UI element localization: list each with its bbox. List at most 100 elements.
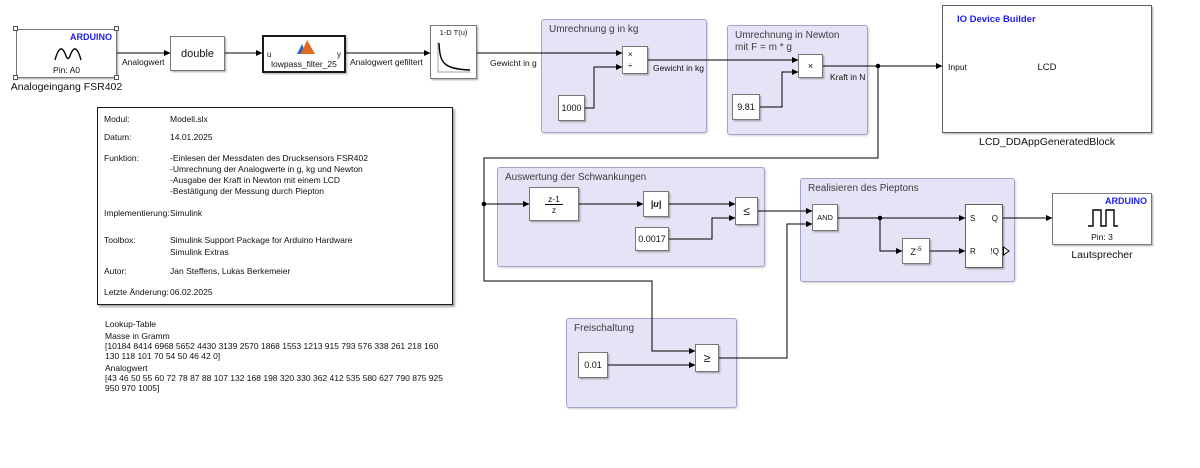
geq-symbol: ≥ (703, 351, 711, 365)
arduino-brand-label: ARDUINO (1105, 196, 1147, 206)
port-label-s: S (970, 214, 976, 223)
delay-block[interactable]: Z-5 (902, 238, 930, 264)
constant-value: 1000 (561, 103, 582, 113)
square-wave-icon (1088, 209, 1118, 227)
area-title-line2: mit F = m * g (735, 42, 792, 53)
lookup-note-line: 950 970 1005] (105, 383, 160, 393)
lookup-note-line: [10184 8414 6968 5652 4430 3139 2570 186… (105, 341, 439, 351)
port-label-y: y (337, 50, 341, 59)
selection-handle[interactable] (114, 26, 119, 31)
model-info-annotation[interactable]: Modul: Modell.slx Datum: 14.01.2025 Funk… (97, 107, 453, 305)
constant-1000-block[interactable]: 1000 (558, 95, 585, 121)
port-label-u: u (267, 50, 272, 59)
branch-dot (875, 63, 881, 69)
anno-value: Simulink Extras (170, 247, 229, 257)
port-label-nq: !Q (990, 247, 999, 256)
constant-9-81-block[interactable]: 9.81 (732, 94, 760, 120)
constant-0-01-block[interactable]: 0.01 (578, 352, 608, 378)
anno-label: Toolbox: (104, 235, 136, 245)
port-label-q: Q (991, 214, 998, 223)
lookup-table-annotation[interactable]: Lookup-Table Masse in Gramm [10184 8414 … (105, 319, 545, 393)
anno-value: -Bestätigung der Messung durch Piepton (170, 186, 325, 196)
block-name-lcd: LCD_DDAppGeneratedBlock (979, 136, 1115, 148)
selection-handle[interactable] (13, 75, 18, 80)
anno-value: Simulink (170, 208, 203, 218)
datatype-conversion-block[interactable]: double (170, 36, 225, 71)
abs-symbol: |u| (650, 199, 662, 209)
anno-value: 06.02.2025 (170, 287, 213, 297)
signal-label-analogwert-gefiltert[interactable]: Analogwert gefiltert (350, 57, 423, 67)
analog-input-block[interactable]: ARDUINO Pin: A0 (16, 29, 117, 78)
block-name-analog-input: Analogeingang FSR402 (10, 81, 123, 93)
area-title: Freischaltung (574, 323, 635, 334)
anno-value: -Ausgabe der Kraft in Newton mit einem L… (170, 175, 341, 185)
arduino-brand-label: ARDUINO (70, 32, 112, 42)
anno-value: -Umrechnung der Analogwerte in g, kg und… (170, 164, 363, 174)
anno-label: Funktion: (104, 153, 139, 163)
anno-value: Simulink Support Package for Arduino Har… (170, 235, 353, 245)
area-title: Auswertung der Schwankungen (505, 172, 647, 183)
constant-value: 0.0017 (638, 234, 666, 244)
signal-label-kraft-in-n[interactable]: Kraft in N (830, 72, 866, 82)
transfer-function: z-1 z (545, 194, 563, 215)
port-label-input: Input (948, 62, 967, 72)
selection-handle[interactable] (13, 26, 18, 31)
lookup-note-line: 130 118 101 70 54 50 46 42 0] (105, 351, 221, 361)
wire-branch-to-delay[interactable] (879, 218, 903, 254)
lookup-curve-icon (437, 42, 471, 73)
leq-symbol: ≤ (743, 204, 750, 218)
wire-branch-to-freischaltung[interactable] (483, 204, 696, 354)
unconnected-nq-port (1003, 246, 1010, 256)
lookup-table-block[interactable]: 1-D T(u) (430, 25, 477, 79)
multiply-port-symbol: × (628, 50, 633, 59)
wire-const-1000[interactable] (585, 64, 623, 109)
lowpass-filter-block[interactable]: u y lowpass_filter_25 (262, 35, 346, 73)
branch-dot (877, 215, 883, 221)
branch-dot (481, 201, 487, 207)
wire-kraft-branch-down[interactable] (483, 66, 879, 204)
delay-exponent: -5 (915, 245, 922, 253)
divide-port-symbol: ÷ (628, 61, 633, 70)
discrete-derivative-block[interactable]: z-1 z (529, 187, 579, 221)
sr-flipflop-block[interactable]: S R Q !Q (965, 204, 1003, 268)
divide-block[interactable]: × ÷ (622, 46, 648, 74)
signal-label-analogwert[interactable]: Analogwert (122, 57, 165, 67)
lookup-note-line: [43 46 50 55 60 72 78 87 88 107 132 168 … (105, 373, 443, 383)
tf-numerator: z-1 (545, 194, 563, 205)
lowpass-label: lowpass_filter_25 (271, 59, 337, 69)
tf-denominator: z (551, 204, 557, 215)
wire-const-9-81[interactable] (760, 69, 799, 108)
lcd-label: LCD (1037, 62, 1057, 73)
speaker-block[interactable]: ARDUINO Pin: 3 (1052, 193, 1152, 245)
signal-label-gewicht-in-g[interactable]: Gewicht in g (490, 58, 537, 68)
less-equal-block[interactable]: ≤ (735, 197, 758, 225)
lookup-note-line: Masse in Gramm (105, 331, 170, 341)
matlab-logo-icon (297, 40, 315, 54)
product-symbol: × (807, 61, 814, 71)
signal-label-gewicht-in-kg[interactable]: Gewicht in kg (653, 63, 705, 73)
anno-value: Modell.slx (170, 114, 208, 124)
delay-expression: Z-5 (910, 246, 921, 257)
port-label-r: R (970, 247, 976, 256)
product-block[interactable]: × (798, 54, 823, 78)
greater-equal-block[interactable]: ≥ (695, 344, 719, 372)
wire-geq-to-and[interactable] (719, 221, 813, 359)
anno-value: -Einlesen der Messdaten des Drucksensors… (170, 153, 368, 163)
sine-wave-icon (54, 48, 82, 61)
wire-const-0-0017[interactable] (669, 215, 736, 240)
selection-handle[interactable] (114, 75, 119, 80)
anno-value: Jan Steffens, Lukas Berkemeier (170, 266, 291, 276)
constant-value: 0.01 (584, 360, 602, 370)
pin-label: Pin: 3 (1091, 232, 1113, 242)
constant-0-0017-block[interactable]: 0.0017 (635, 227, 669, 251)
and-label: AND (817, 213, 833, 222)
and-block[interactable]: AND (812, 204, 838, 231)
abs-block[interactable]: |u| (643, 191, 669, 217)
anno-value: 14.01.2025 (170, 132, 213, 142)
anno-label: Autor: (104, 266, 127, 276)
pin-label: Pin: A0 (53, 65, 80, 75)
datatype-label: double (180, 47, 215, 60)
anno-label: Datum: (104, 132, 132, 142)
lcd-device-block[interactable]: IO Device Builder Input LCD (942, 5, 1152, 133)
